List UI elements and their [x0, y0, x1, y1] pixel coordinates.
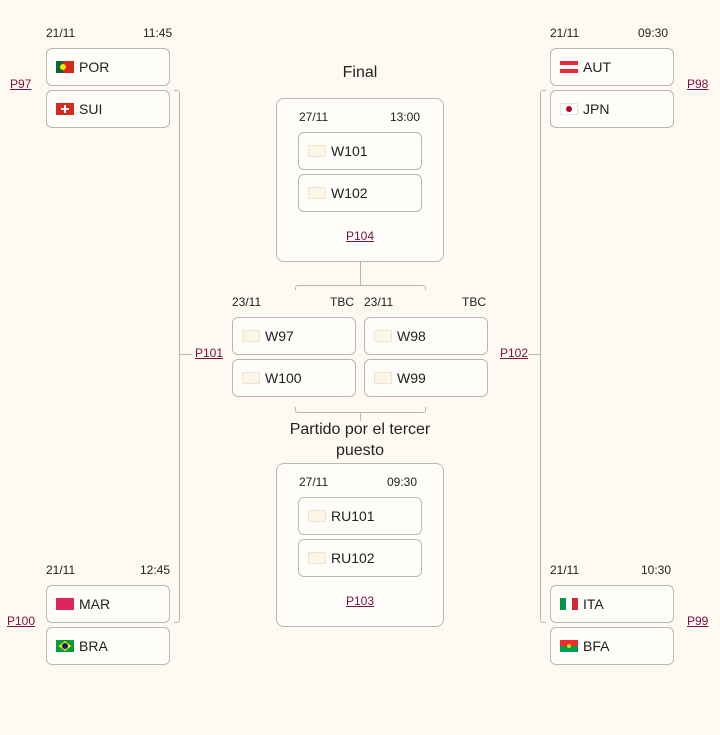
match-link-p102[interactable]: P102: [500, 346, 529, 360]
match-link-p100[interactable]: P100: [7, 614, 36, 628]
brazil-flag-icon: [56, 640, 74, 652]
switzerland-flag-icon: [56, 103, 74, 115]
bracket-connector-right: [528, 354, 540, 355]
third-time: 09:30: [387, 475, 418, 489]
semi-left-date: 23/11: [232, 295, 262, 309]
team-name: W100: [265, 370, 302, 386]
match-link-p97[interactable]: P97: [10, 77, 32, 91]
team-bra[interactable]: BRA: [46, 627, 170, 665]
team-name: ITA: [583, 596, 604, 612]
team-name: POR: [79, 59, 110, 75]
third-place-title: Partido por el tercer puesto: [289, 421, 431, 459]
team-ru102[interactable]: RU102: [298, 539, 422, 577]
team-w100[interactable]: W100: [232, 359, 356, 397]
placeholder-flag-icon: [308, 187, 326, 199]
morocco-flag-icon: [56, 598, 74, 610]
team-name: RU101: [331, 508, 375, 524]
italy-flag-icon: [560, 598, 578, 610]
team-por[interactable]: POR: [46, 48, 170, 86]
semi-right-date: 23/11: [364, 295, 394, 309]
team-sui[interactable]: SUI: [46, 90, 170, 128]
team-name: W97: [265, 328, 294, 344]
team-aut[interactable]: AUT: [550, 48, 674, 86]
match-time-left-bottom: 12:45: [140, 563, 171, 577]
placeholder-flag-icon: [242, 372, 260, 384]
match-link-p98[interactable]: P98: [687, 77, 709, 91]
team-name: W102: [331, 185, 368, 201]
japan-flag-icon: [560, 103, 578, 115]
match-time-right-bottom: 10:30: [641, 563, 672, 577]
team-w97[interactable]: W97: [232, 317, 356, 355]
placeholder-flag-icon: [374, 372, 392, 384]
match-link-p104[interactable]: P104: [346, 229, 375, 243]
match-date-left-top: 21/11: [46, 26, 76, 40]
bracket-top-semis: [295, 285, 426, 290]
team-name: RU102: [331, 550, 375, 566]
semi-left-time: TBC: [330, 295, 354, 309]
team-w98[interactable]: W98: [364, 317, 488, 355]
placeholder-flag-icon: [308, 510, 326, 522]
team-name: W101: [331, 143, 368, 159]
bracket-bottom-semis: [295, 407, 426, 413]
bracket-connector-left: [180, 354, 192, 355]
match-date-right-top: 21/11: [550, 26, 580, 40]
placeholder-flag-icon: [374, 330, 392, 342]
third-place-card[interactable]: 27/11 09:30 RU101 RU102 P103: [276, 463, 444, 627]
match-link-p101[interactable]: P101: [195, 346, 224, 360]
third-date: 27/11: [299, 475, 329, 489]
team-name: W99: [397, 370, 426, 386]
team-name: BRA: [79, 638, 108, 654]
bracket-line-left: [174, 90, 180, 623]
austria-flag-icon: [560, 61, 578, 73]
team-jpn[interactable]: JPN: [550, 90, 674, 128]
placeholder-flag-icon: [242, 330, 260, 342]
match-link-p103[interactable]: P103: [346, 594, 375, 608]
team-w102[interactable]: W102: [298, 174, 422, 212]
team-name: BFA: [583, 638, 610, 654]
team-name: SUI: [79, 101, 103, 117]
match-time-right-top: 09:30: [638, 26, 669, 40]
final-title: Final: [342, 64, 378, 81]
placeholder-flag-icon: [308, 552, 326, 564]
connector-final-semis: [360, 262, 361, 285]
bracket-line-right: [540, 90, 546, 623]
match-date-left-bottom: 21/11: [46, 563, 76, 577]
team-name: AUT: [583, 59, 611, 75]
team-ita[interactable]: ITA: [550, 585, 674, 623]
semi-right-time: TBC: [462, 295, 486, 309]
final-card[interactable]: 27/11 13:00 W101 W102 P104: [276, 98, 444, 262]
team-mar[interactable]: MAR: [46, 585, 170, 623]
connector-semis-third: [360, 413, 361, 421]
team-bfa[interactable]: BFA: [550, 627, 674, 665]
portugal-flag-icon: [56, 61, 74, 73]
burkina-faso-flag-icon: [560, 640, 578, 652]
final-time: 13:00: [390, 110, 421, 124]
team-w99[interactable]: W99: [364, 359, 488, 397]
match-time-left-top: 11:45: [143, 26, 173, 40]
team-name: MAR: [79, 596, 111, 612]
placeholder-flag-icon: [308, 145, 326, 157]
team-name: W98: [397, 328, 426, 344]
match-link-p99[interactable]: P99: [687, 614, 709, 628]
final-date: 27/11: [299, 110, 329, 124]
team-w101[interactable]: W101: [298, 132, 422, 170]
team-ru101[interactable]: RU101: [298, 497, 422, 535]
team-name: JPN: [583, 101, 610, 117]
match-date-right-bottom: 21/11: [550, 563, 580, 577]
